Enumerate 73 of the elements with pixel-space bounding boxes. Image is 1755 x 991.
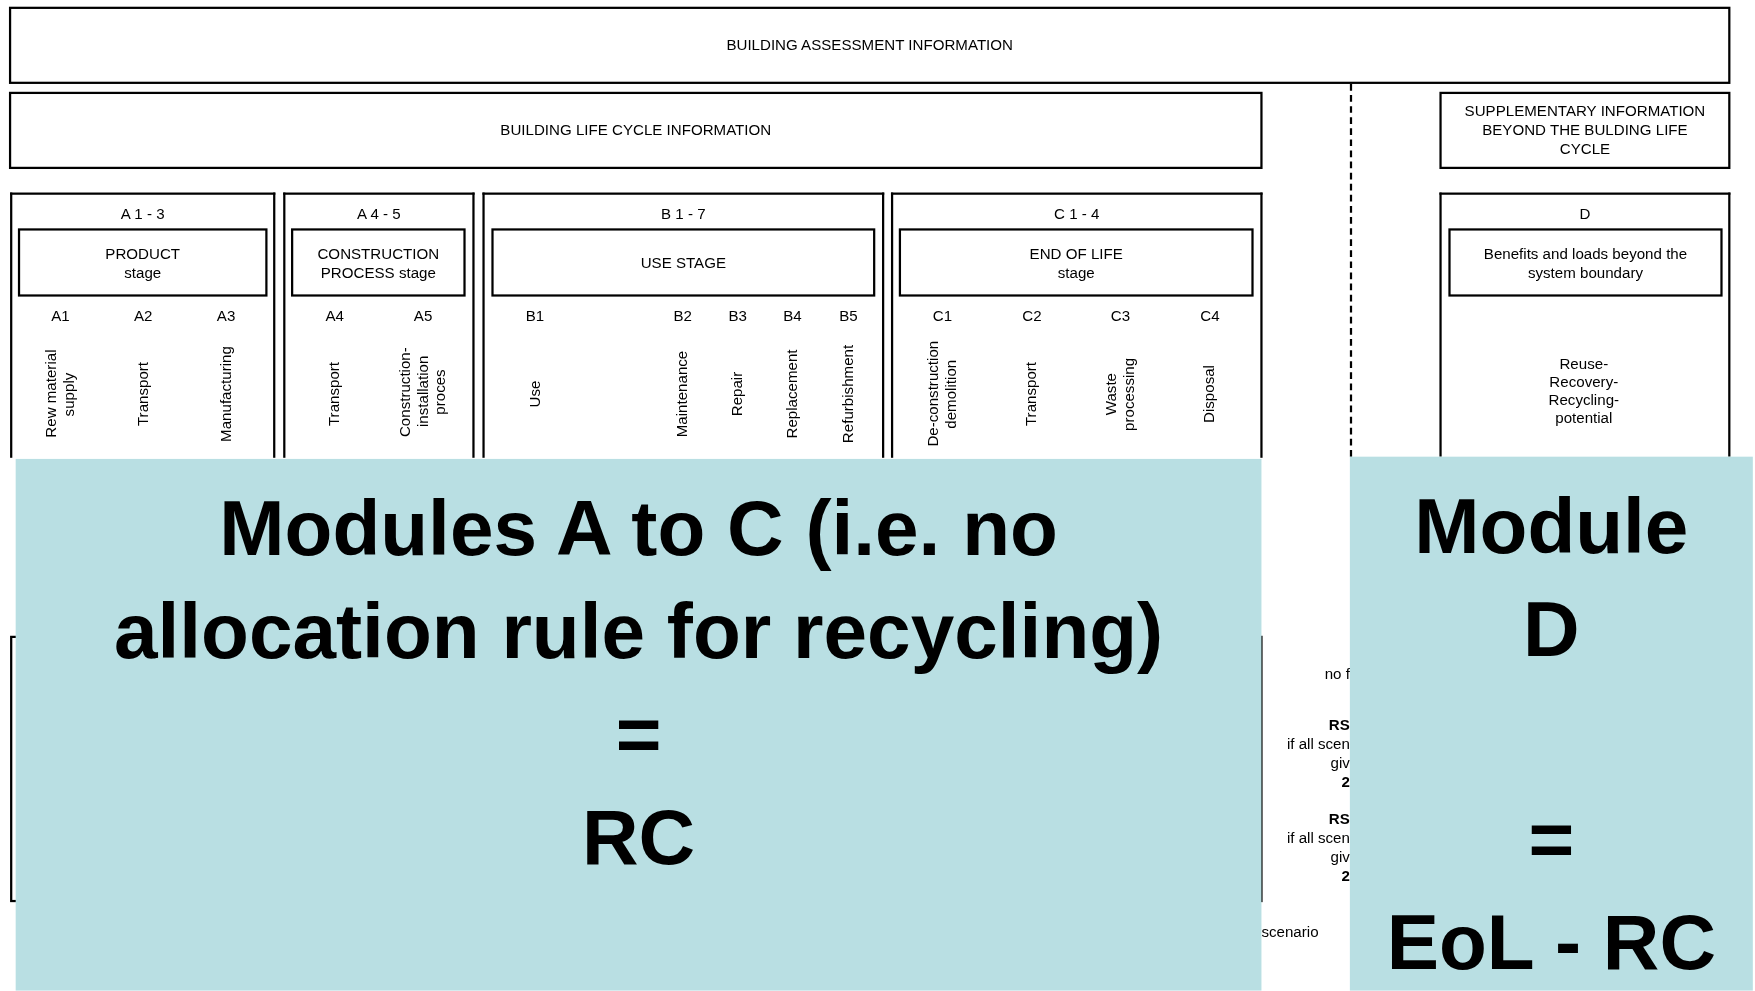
module-code: C4: [1200, 307, 1220, 326]
module-code: C1: [932, 307, 953, 326]
note-heading: RS: [1328, 716, 1350, 735]
box-label: BUILDING LIFE CYCLE INFORMATION: [500, 121, 772, 140]
module-name: Waste processing: [1102, 356, 1139, 433]
module-name: Repair: [728, 371, 747, 417]
summary-text: RC: [581, 792, 696, 883]
group-heading: A 4 - 5: [357, 204, 401, 224]
module-name: Maintenance: [673, 350, 692, 438]
summary-text: Modules A to C (i.e. no allocation rule for recycling): [112, 483, 1165, 677]
module-code: A2: [134, 307, 153, 326]
info-box: [8, 6, 1731, 84]
module-code: A5: [413, 307, 433, 326]
module-name: Transport: [1023, 361, 1041, 427]
module-name: De-construction demolition: [924, 340, 961, 449]
module-code: B4: [783, 307, 802, 326]
summary-text: =: [615, 689, 662, 780]
module-code: B2: [673, 307, 692, 326]
note-heading: 2: [1341, 867, 1350, 886]
module-group-frame: [1439, 192, 1731, 457]
module-name: Construction-installation proces: [396, 345, 450, 439]
info-box: [17, 228, 268, 297]
module-name: Disposal: [1201, 365, 1219, 423]
info-box: [898, 228, 1254, 297]
group-heading: D: [1579, 204, 1591, 224]
module-description: Reuse- Recovery- Recycling- potential: [1547, 355, 1621, 428]
module-group-frame: [10, 192, 276, 458]
note-text: if all scen: [1286, 735, 1350, 754]
note-heading: 2: [1341, 773, 1350, 792]
info-box: [1448, 228, 1723, 297]
module-code: B5: [839, 307, 858, 326]
group-heading: A 1 - 3: [120, 204, 165, 224]
note-text: scenario: [1261, 923, 1319, 942]
module-name: Transport: [134, 361, 153, 427]
summary-text: Module D: [1413, 481, 1690, 675]
module-code: A4: [325, 307, 344, 326]
summary-text: =: [1528, 794, 1575, 886]
module-code: C2: [1022, 307, 1042, 326]
info-box: [491, 228, 876, 297]
info-box: [8, 91, 1263, 169]
module-name: Use: [526, 380, 544, 408]
module-code: B1: [525, 307, 545, 326]
note-heading: RS: [1328, 810, 1350, 829]
summary-panel: [15, 458, 1262, 991]
module-name: Refurbishment: [839, 344, 858, 444]
module-group-frame: [890, 192, 1263, 458]
group-heading: C 1 - 4: [1054, 204, 1100, 224]
info-box: [291, 228, 466, 297]
box-label: CONSTRUCTION PROCESS stage: [316, 243, 441, 282]
box-label: Benefits and loads beyond the system boundary: [1482, 243, 1689, 282]
module-code: A1: [51, 307, 70, 326]
summary-text: EoL - RC: [1386, 897, 1717, 989]
box-label: USE STAGE: [640, 253, 726, 272]
box-label: SUPPLEMENTARY INFORMATION BEYOND THE BULDING LIFE CYCLE: [1463, 102, 1707, 159]
box-label: END OF LIFE stage: [1028, 243, 1124, 282]
module-name: Manufacturing: [217, 346, 235, 442]
note-text: giv: [1330, 754, 1350, 773]
module-name: Replacement: [783, 349, 802, 439]
info-box: [1439, 91, 1731, 169]
module-group-frame: [482, 192, 885, 458]
module-name: Rew material supply: [42, 348, 79, 441]
module-name: Transport: [325, 361, 344, 427]
module-code: B3: [728, 307, 747, 326]
box-label: BUILDING ASSESSMENT INFORMATION: [726, 35, 1013, 55]
summary-panel: [1349, 456, 1753, 991]
box-label: PRODUCT stage: [104, 243, 182, 282]
group-heading: B 1 - 7: [661, 204, 706, 224]
module-code: C3: [1110, 307, 1131, 326]
module-group-frame: [283, 192, 475, 458]
note-text: no f: [1324, 666, 1350, 684]
note-text: giv: [1330, 848, 1350, 867]
module-code: A3: [216, 307, 236, 326]
note-text: if all scen: [1286, 829, 1350, 848]
